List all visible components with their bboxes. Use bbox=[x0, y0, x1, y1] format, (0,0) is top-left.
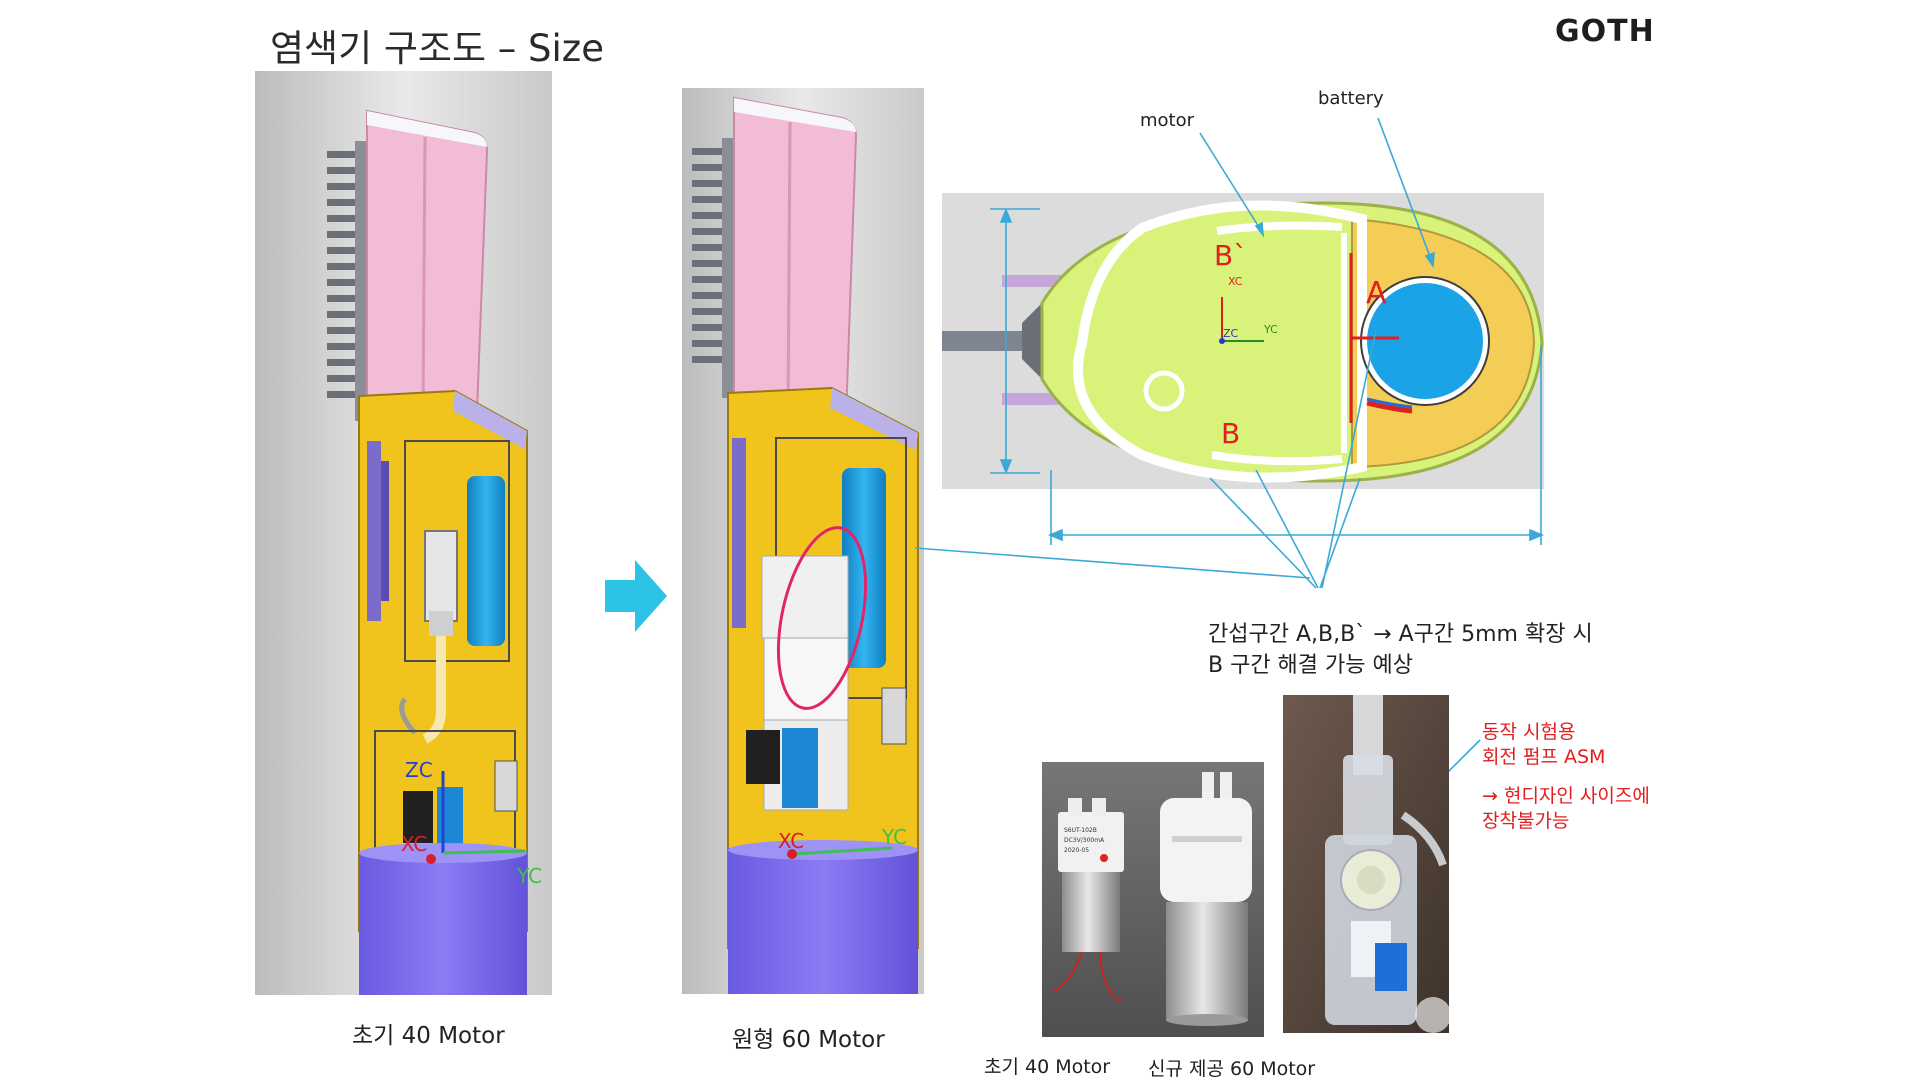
pump-note-line3: → 현디자인 사이즈에 bbox=[1482, 785, 1650, 807]
brand-logo: GOTH bbox=[1555, 14, 1655, 49]
axis-triad-initial bbox=[426, 771, 526, 864]
transition-arrow-icon bbox=[605, 560, 667, 632]
device-render-initial: ZC XC YC bbox=[255, 71, 552, 995]
caption-initial-device: 초기 40 Motor bbox=[352, 1023, 505, 1049]
pump-note-line1: 동작 시험용 bbox=[1482, 721, 1576, 743]
motor-label-line1: S6UT-102B bbox=[1064, 827, 1097, 834]
cs-axis-zc: ZC bbox=[1223, 327, 1239, 340]
label-motor: motor bbox=[1140, 110, 1195, 131]
mark-a: A bbox=[1366, 276, 1387, 311]
caption-photo-large-motor: 신규 제공 60 Motor bbox=[1148, 1058, 1316, 1080]
pump-note: 동작 시험용 회전 펌프 ASM → 현디자인 사이즈에 장착불가능 bbox=[1482, 720, 1650, 834]
slide-title: 염색기 구조도 – Size bbox=[270, 27, 604, 70]
cross-section-diagram: XC YC ZC B` A B bbox=[942, 193, 1544, 489]
label-battery: battery bbox=[1318, 88, 1384, 109]
caption-photo-small-motor: 초기 40 Motor bbox=[984, 1056, 1111, 1078]
mark-b: B bbox=[1221, 417, 1240, 450]
axis-yc-label-round: YC bbox=[881, 825, 907, 849]
interference-highlight-ellipse bbox=[776, 526, 868, 710]
interference-note: 간섭구간 A,B,B` → A구간 5mm 확장 시 B 구간 해결 가능 예상 bbox=[1208, 619, 1593, 681]
interference-note-line2: B 구간 해결 가능 예상 bbox=[1208, 653, 1413, 678]
motor-photo: S6UT-102B DC3V/300mA 2020-05 bbox=[1042, 762, 1264, 1037]
axis-xc-label-round: XC bbox=[778, 829, 804, 853]
device-render-round: XC YC bbox=[682, 88, 924, 994]
axis-yc-label: YC bbox=[516, 864, 542, 888]
axis-zc-label: ZC bbox=[405, 758, 433, 782]
axis-xc-label: XC bbox=[401, 832, 427, 856]
caption-round-device: 원형 60 Motor bbox=[732, 1027, 885, 1053]
mark-b-prime: B` bbox=[1214, 239, 1247, 272]
cs-axis-yc: YC bbox=[1263, 323, 1278, 336]
pump-note-line4: 장착불가능 bbox=[1482, 810, 1570, 832]
motor-label-line2: DC3V/300mA bbox=[1064, 837, 1105, 844]
motor-label-line3: 2020-05 bbox=[1064, 847, 1089, 854]
interference-note-line1: 간섭구간 A,B,B` → A구간 5mm 확장 시 bbox=[1208, 622, 1593, 647]
cs-axis-xc: XC bbox=[1228, 275, 1243, 288]
pump-note-line2: 회전 펌프 ASM bbox=[1482, 746, 1606, 768]
pump-photo bbox=[1283, 695, 1449, 1033]
